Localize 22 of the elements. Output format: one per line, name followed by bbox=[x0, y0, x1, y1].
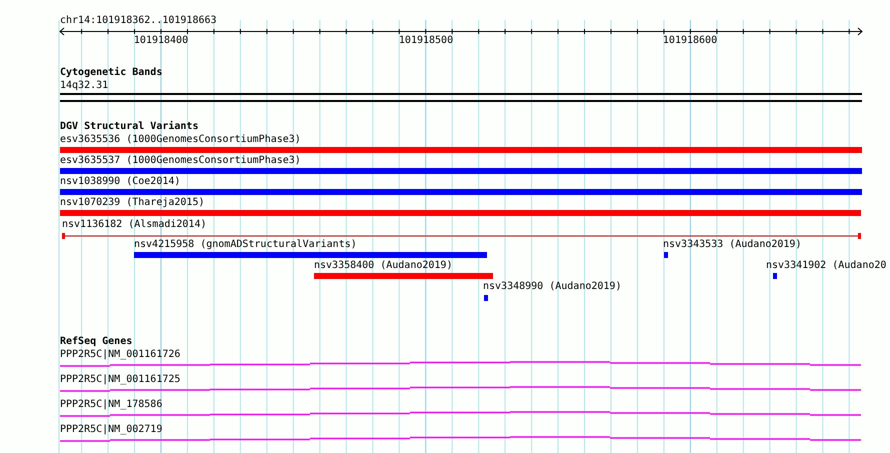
feature-label: nsv3341902 (Audano20 bbox=[766, 260, 886, 272]
feature-label: nsv3343533 (Audano2019) bbox=[663, 239, 802, 251]
feature-label: PPP2R5C|NM_002719 bbox=[60, 424, 164, 436]
feature-label: nsv4215958 (gnomADStructuralVariants) bbox=[134, 239, 358, 251]
track-heading: RefSeq Genes bbox=[60, 336, 132, 348]
feature-label: PPP2R5C|NM_001161726 bbox=[60, 349, 182, 361]
feature-label: 14q32.31 bbox=[60, 80, 110, 92]
feature-label: nsv1070239 (Thareja2015) bbox=[60, 197, 206, 209]
coordinate-tick-label: 101918400 bbox=[134, 35, 188, 47]
feature-label: esv3635536 (1000GenomesConsortiumPhase3) bbox=[60, 134, 302, 146]
feature-label: nsv3358400 (Audano2019) bbox=[314, 260, 454, 272]
coordinate-tick-label: 101918600 bbox=[662, 35, 718, 47]
feature-label: nsv1136182 (Alsmadi2014) bbox=[61, 219, 208, 231]
feature-label: esv3635537 (1000GenomesConsortiumPhase3) bbox=[60, 155, 302, 167]
coordinate-tick-label: 101918500 bbox=[398, 35, 454, 47]
feature-label: nsv1038990 (Coe2014) bbox=[60, 176, 182, 188]
feature-label: PPP2R5C|NM_001161725 bbox=[60, 374, 182, 386]
track-heading: DGV Structural Variants bbox=[60, 121, 198, 133]
feature-label: PPP2R5C|NM_178586 bbox=[60, 399, 164, 411]
feature-label: nsv3348990 (Audano2019) bbox=[483, 281, 622, 293]
track-heading: Cytogenetic Bands bbox=[60, 67, 162, 79]
coordinate-range: chr14:101918362..101918663 bbox=[60, 15, 217, 27]
